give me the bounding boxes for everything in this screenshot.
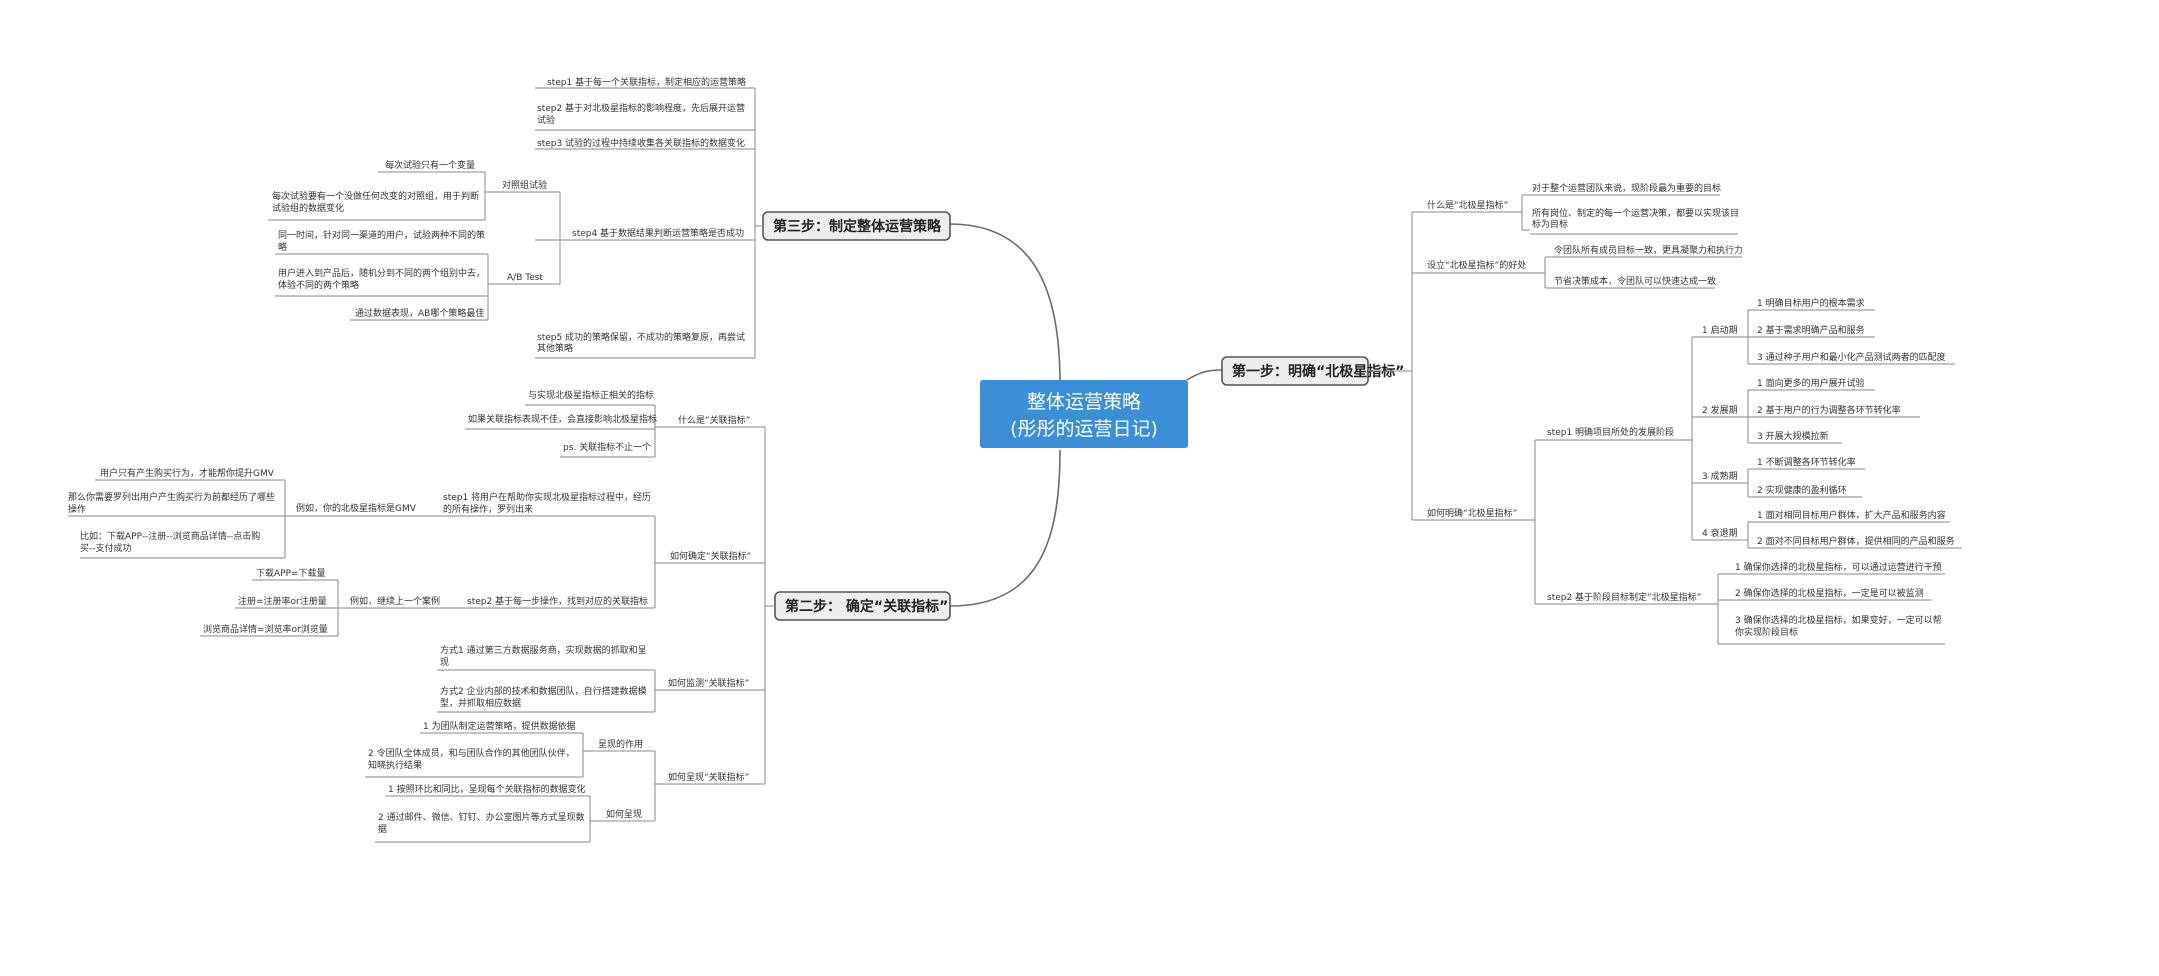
- s2-what-c: ps. 关联指标不止一个: [563, 441, 651, 453]
- s1-benefit-b: 节省决策成本，令团队可以快速达成一致: [1554, 275, 1716, 287]
- s1-how-step2: step2 基于阶段目标制定“北极星指标”: [1547, 591, 1701, 603]
- root-subtitle: (彤彤的运营日记): [1010, 418, 1158, 440]
- step1-title: 第一步：明确“北极星指标”: [1232, 363, 1404, 380]
- m2a: 方式2 企业内部的技术和数据团队，自行搭建数据模: [440, 685, 647, 697]
- root-node[interactable]: 整体运营策略 (彤彤的运营日记): [980, 380, 1188, 448]
- connector-root-step2: [949, 449, 1061, 607]
- eg1-a: 用户只有产生购买行为，才能帮你提升GMV: [100, 467, 275, 479]
- s2-what-a: 与实现北极星指标正相关的指标: [528, 389, 654, 401]
- s1-what: 什么是“北极星指标”: [1427, 199, 1508, 211]
- step2-branch: [665, 426, 775, 785]
- how-s1a: step1 将用户在帮助你实现北极星指标过程中，经历: [443, 491, 651, 503]
- s2-what-b: 如果关联指标表现不佳，会直接影响北极星指标: [468, 413, 657, 425]
- phase-1c: 3 通过种子用户和最小化产品测试两者的匹配度: [1757, 351, 1946, 363]
- step3-title: 第三步：制定整体运营策略: [773, 218, 942, 235]
- eg2-b: 注册=注册率or注册量: [238, 595, 327, 607]
- how-s1b: 的所有操作，罗列出来: [443, 503, 533, 515]
- way-b2: 据: [378, 823, 387, 835]
- s3-step2a: step2 基于对北极星指标的影响程度，先后展开运营: [537, 102, 745, 114]
- role: 呈现的作用: [598, 738, 643, 750]
- role-b1: 2 令团队全体成员，和与团队合作的其他团队伙伴，: [368, 747, 575, 759]
- eg2-c: 浏览商品详情=浏览率or浏览量: [203, 623, 328, 635]
- phase-2c: 3 开展大规模拉新: [1757, 430, 1829, 442]
- eg1: 例如，你的北极星指标是GMV: [296, 502, 417, 514]
- s2-what: 什么是“关联指标”: [678, 414, 750, 426]
- s3-step4: step4 基于数据结果判断运营策略是否成功: [572, 227, 744, 239]
- s3-step1: step1 基于每一个关联指标，制定相应的运营策略: [547, 76, 746, 88]
- m1a: 方式1 通过第三方数据服务商，实现数据的抓取和呈: [440, 644, 647, 656]
- step3-node[interactable]: 第三步：制定整体运营策略: [762, 211, 951, 241]
- phase-4b: 2 面对不同目标用户群体，提供相同的产品和服务: [1757, 535, 1955, 547]
- s2-how: 如何确定“关联指标”: [670, 550, 751, 562]
- step3-branch: [535, 87, 763, 359]
- s1-what-b1: 所有岗位、制定的每一个运营决策，都要以实现该目: [1532, 207, 1739, 219]
- ctrl-a: 每次试验只有一个变量: [385, 159, 475, 171]
- s1-how: 如何明确“北极星指标”: [1427, 507, 1517, 519]
- way-b1: 2 通过邮件、微信、钉钉、办公室图片等方式呈现数: [378, 811, 585, 823]
- root-title: 整体运营策略: [1027, 391, 1141, 413]
- phase-3a: 1 不断调整各环节转化率: [1757, 456, 1856, 468]
- eg1-c2: 买--支付成功: [80, 542, 132, 554]
- eg2: 例如，继续上一个案例: [350, 595, 440, 607]
- ab-b2: 体验不同的两个策略: [278, 279, 359, 291]
- s3-step5b: 其他策略: [537, 342, 573, 354]
- step1-branch: [1368, 211, 1425, 521]
- ab-c: 通过数据表现，AB哪个策略最佳: [355, 307, 484, 319]
- eg1-c1: 比如：下载APP--注册--浏览商品详情--点击购: [80, 530, 260, 542]
- s3-step5a: step5 成功的策略保留，不成功的策略复原，再尝试: [537, 331, 745, 343]
- phase-2a: 1 面向更多的用户展开试验: [1757, 377, 1865, 389]
- role-a: 1 为团队制定运营策略，提供数据依据: [423, 720, 576, 732]
- eg1-b1: 那么你需要罗列出用户产生购买行为前都经历了哪些: [68, 491, 275, 503]
- way-a: 1 按照环比和同比，呈现每个关联指标的数据变化: [388, 783, 586, 795]
- phase-1: 1 启动期: [1702, 324, 1738, 336]
- phase-4a: 1 面对相同目标用户群体，扩大产品和服务内容: [1757, 509, 1946, 521]
- way: 如何呈现: [606, 808, 642, 820]
- step2-node[interactable]: 第二步： 确定“关联指标”: [774, 591, 951, 621]
- connector-root-step1: [1186, 369, 1223, 381]
- connector-root-step3: [949, 223, 1061, 384]
- role-b2: 知晓执行结果: [368, 759, 422, 771]
- eg1-b2: 操作: [68, 503, 86, 515]
- ctrl-group: 对照组试验: [502, 179, 547, 191]
- phase-2b: 2 基于用户的行为调整各环节转化率: [1757, 404, 1901, 416]
- phase-2: 2 发展期: [1702, 404, 1738, 416]
- ctrl-b1: 每次试验要有一个没做任何改变的对照组，用于判断: [272, 190, 479, 202]
- m1b: 现: [440, 657, 449, 668]
- ab-a2: 略: [278, 241, 287, 253]
- s3-step3: step3 试验的过程中持续收集各关联指标的数据变化: [537, 137, 745, 149]
- s2c1: 3 确保你选择的北极星指标，如果变好，一定可以帮: [1735, 614, 1942, 626]
- step2-title: 第二步： 确定“关联指标”: [785, 598, 948, 615]
- s2c2: 你实现阶段目标: [1735, 626, 1798, 638]
- s2a: 1 确保你选择的北极星指标，可以通过运营进行干预: [1735, 561, 1942, 573]
- ab-b1: 用户进入到产品后，随机分到不同的两个组别中去，: [278, 267, 485, 279]
- how-s2: step2 基于每一步操作，找到对应的关联指标: [467, 595, 648, 607]
- s2-present: 如何呈现“关联指标”: [668, 771, 749, 783]
- s1-how-step1: step1 明确项目所处的发展阶段: [1547, 426, 1674, 438]
- phase-3: 3 成熟期: [1702, 470, 1738, 482]
- s2-monitor: 如何监测“关联指标”: [668, 677, 749, 689]
- phase-3b: 2 实现健康的盈利循环: [1757, 484, 1847, 496]
- phase-1b: 2 基于需求明确产品和服务: [1757, 324, 1865, 336]
- s1-benefit-a: 令团队所有成员目标一致，更具凝聚力和执行力: [1554, 244, 1743, 256]
- eg2-a: 下载APP=下载量: [256, 567, 326, 579]
- ab-a1: 同一时间，针对同一渠道的用户，试验两种不同的策: [278, 229, 485, 241]
- ab-test: A/B Test: [507, 273, 543, 283]
- s3-step2b: 试验: [537, 114, 555, 126]
- m2b: 型，并抓取相应数据: [440, 697, 521, 709]
- s1-benefit: 设立“北极星指标”的好处: [1427, 259, 1526, 271]
- s2b: 2 确保你选择的北极星指标，一定是可以被监测: [1735, 587, 1924, 599]
- s1-what-a: 对于整个运营团队来说，现阶段最为重要的目标: [1532, 182, 1721, 194]
- s1-what-b2: 标为目标: [1532, 218, 1568, 230]
- phase-4: 4 衰退期: [1702, 527, 1738, 539]
- ctrl-b2: 试验组的数据变化: [272, 202, 344, 214]
- phase-1a: 1 明确目标用户的根本需求: [1757, 297, 1865, 309]
- step1-node[interactable]: 第一步：明确“北极星指标”: [1221, 356, 1404, 386]
